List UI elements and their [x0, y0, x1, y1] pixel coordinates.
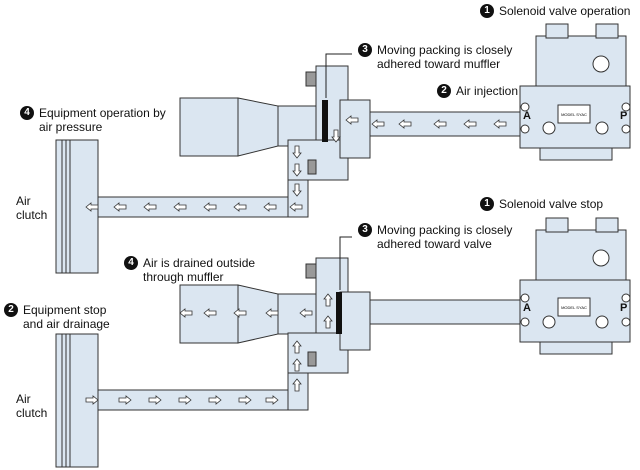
nameplate-bottom [557, 297, 591, 317]
flow-arrow [292, 163, 302, 177]
step-text: Air injection [456, 84, 519, 98]
step-number-badge: 1 [480, 197, 494, 211]
flow-arrow [173, 202, 187, 212]
step-text-line2: and air drainage [23, 317, 110, 331]
flow-arrow [113, 202, 127, 212]
step-number-badge: 1 [480, 4, 494, 18]
flow-arrow [493, 119, 507, 129]
nameplate-text-top: MODEL SYAC [561, 112, 587, 117]
flow-arrow [85, 395, 99, 405]
flow-arrow [148, 395, 162, 405]
flow-arrow [265, 395, 279, 405]
flow-arrow [203, 202, 217, 212]
step-number-badge: 3 [358, 43, 372, 57]
step-text-line2: air pressure [39, 120, 103, 134]
flow-arrow [331, 129, 341, 143]
step-text-line1: Air is drained outside [143, 256, 256, 270]
moving-packing-bottom [336, 292, 342, 334]
step-number-badge: 4 [124, 256, 138, 270]
clutch-label-line2: clutch [16, 208, 48, 222]
supply-pipe-bottom [369, 299, 521, 325]
flow-arrow [143, 202, 157, 212]
flow-arrow [233, 202, 247, 212]
flow-arrow [118, 395, 132, 405]
step-text-line2: adhered toward valve [377, 237, 492, 251]
flow-arrow [233, 308, 247, 318]
flow-arrow [371, 119, 385, 129]
flow-arrow [292, 340, 302, 354]
flow-arrow [292, 378, 302, 392]
port-a-bottom: A [523, 302, 531, 314]
flow-arrow [299, 308, 313, 318]
flow-arrow [463, 119, 477, 129]
step-text-line1: Equipment operation by [39, 106, 166, 120]
flow-arrow [323, 293, 333, 307]
step-text-line1: Equipment stop [23, 303, 107, 317]
flow-arrow [292, 358, 302, 372]
clutch-pipe-top [97, 196, 309, 218]
leader-top-3 [325, 53, 352, 98]
flow-arrow [179, 308, 193, 318]
flow-arrow [292, 183, 302, 197]
step-number-badge: 4 [20, 106, 34, 120]
clutch-label-line1: Air [16, 194, 31, 208]
clutch-label-line2: clutch [16, 406, 48, 420]
nameplate-text-bottom: MODEL SYAC [561, 305, 587, 310]
leader-lines [325, 53, 352, 290]
step-number-badge: 3 [358, 223, 372, 237]
flow-arrow [238, 395, 252, 405]
flow-arrow [398, 119, 412, 129]
step-text-line2: through muffler [143, 270, 224, 284]
flow-arrow [323, 315, 333, 329]
flow-arrow [263, 202, 277, 212]
flow-arrow [178, 395, 192, 405]
clutch-label-line1: Air [16, 392, 31, 406]
flow-arrow [292, 145, 302, 159]
flow-arrow [203, 308, 217, 318]
port-p-bottom: P [620, 302, 628, 314]
flow-arrow [265, 308, 279, 318]
step-text-line2: adhered toward muffler [377, 57, 501, 71]
step-text-line1: Moving packing is closely [377, 43, 513, 57]
port-a-top: A [523, 110, 531, 122]
flow-arrow [289, 202, 303, 212]
label-bottom-step1: 1 Solenoid valve stop [480, 197, 603, 211]
step-text: Solenoid valve stop [499, 197, 604, 211]
flow-arrow [345, 115, 359, 125]
moving-packing-top [322, 100, 328, 142]
solenoid-coil-bottom [535, 229, 627, 281]
top-system: MODEL SYAC [55, 23, 631, 274]
port-p-top: P [620, 110, 628, 122]
flow-arrow [85, 202, 99, 212]
bottom-system: MODEL SYAC [55, 217, 631, 468]
step-text: Solenoid valve operation [499, 4, 631, 18]
label-top-step1: 1 Solenoid valve operation [480, 4, 630, 18]
step-text-line1: Moving packing is closely [377, 223, 513, 237]
leader-bottom-3 [339, 236, 352, 290]
flow-arrow [208, 395, 222, 405]
label-top-step2: 2 Air injection [437, 84, 518, 98]
muffler-top [179, 97, 239, 157]
nameplate-top [557, 104, 591, 124]
flow-arrows [85, 115, 507, 405]
solenoid-coil-top [535, 35, 627, 87]
flow-arrow [433, 119, 447, 129]
step-number-badge: 2 [437, 84, 451, 98]
step-number-badge: 2 [4, 303, 18, 317]
